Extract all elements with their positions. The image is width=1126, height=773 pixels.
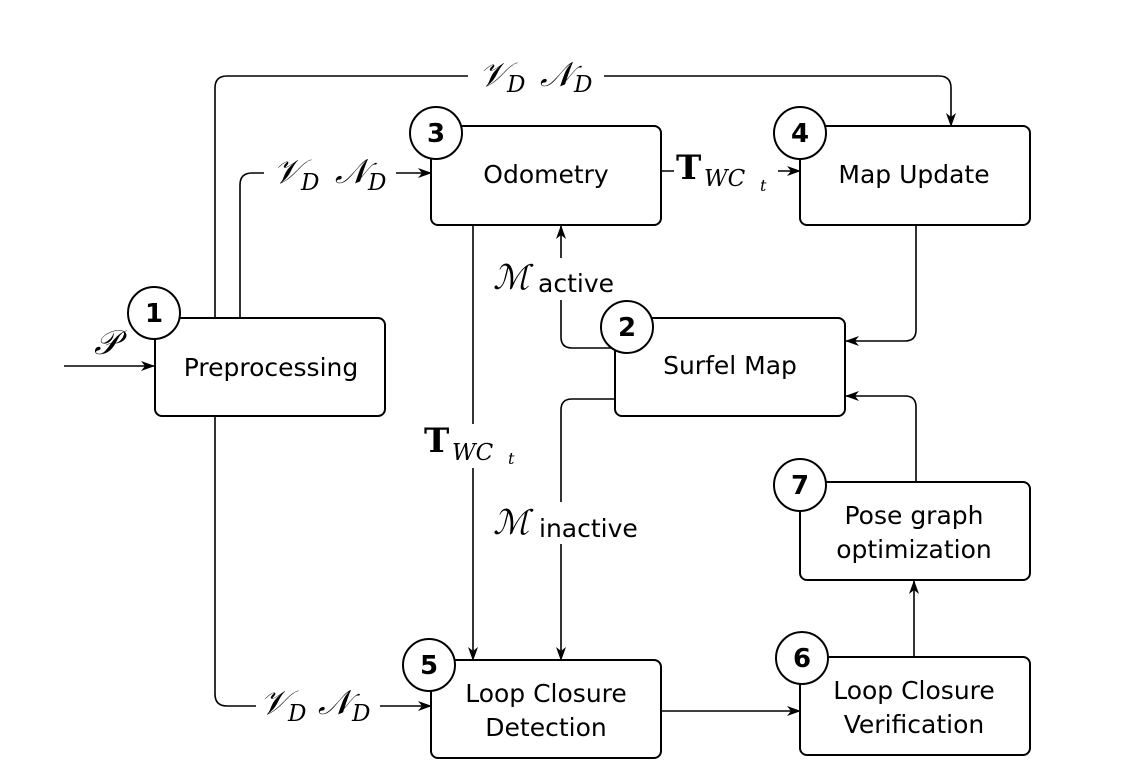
preprocessing-label: Preprocessing [184,353,358,382]
svg-text:D: D [506,72,525,98]
badge-6 [775,631,829,685]
surfel-map-label: Surfel Map [663,351,797,380]
label-pose-to-loop-detection: T WC t [424,421,515,468]
loop-detection-label-line2: Detection [485,713,606,742]
svg-text:D: D [367,170,386,196]
svg-text:t: t [760,176,767,195]
label-input-pointcloud: 𝒫 [94,323,128,363]
edge-map-update-to-surfel-map [845,226,917,346]
edge-pose-graph-to-surfel-map [845,391,917,482]
badge-1 [127,286,181,340]
odometry-label: Odometry [483,160,609,189]
badge-2 [600,300,654,354]
badge-7 [773,458,827,512]
svg-text:5: 5 [420,651,438,681]
svg-text:inactive: inactive [539,514,638,543]
svg-text:6: 6 [793,644,811,674]
node-odometry: Odometry 3 [409,106,662,226]
label-inactive-model: ℳ inactive [493,503,638,543]
svg-text:D: D [287,701,306,727]
label-active-model: ℳ active [493,258,614,298]
edge-preprocessing-to-odometry [239,168,432,318]
svg-text:D: D [351,701,370,727]
svg-text:D: D [573,72,592,98]
svg-text:2: 2 [618,313,636,343]
svg-text:1: 1 [145,299,163,329]
loop-detection-label-line1: Loop Closure [465,679,627,708]
node-pose-graph-optimization: Pose graph optimization 7 [773,458,1031,581]
svg-text:WC: WC [452,440,494,466]
node-loop-closure-detection: Loop Closure Detection 5 [402,638,662,759]
pose-graph-label-line1: Pose graph [844,501,983,530]
loop-verification-label-line1: Loop Closure [833,676,995,705]
svg-text:T: T [676,148,701,188]
svg-text:4: 4 [791,119,809,149]
loop-verification-label-line2: Verification [844,710,984,739]
svg-text:7: 7 [791,471,809,501]
badge-3 [409,106,463,160]
label-pose-to-map-update: T WC t [676,148,767,195]
pose-graph-label-line2: optimization [836,535,992,564]
node-loop-closure-verification: Loop Closure Verification 6 [775,631,1031,756]
svg-text:t: t [508,449,515,468]
badge-4 [773,106,827,160]
edge-preprocessing-to-loop-detection [214,416,432,711]
svg-text:ℳ: ℳ [493,258,534,298]
edge-surfel-map-to-loop-detection [556,398,615,661]
badge-5 [402,638,456,692]
svg-text:ℳ: ℳ [493,503,534,543]
svg-text:WC: WC [704,166,746,192]
node-preprocessing: Preprocessing 1 [127,286,386,417]
node-map-update: Map Update 4 [773,106,1031,226]
svg-text:3: 3 [427,119,445,149]
edge-surfel-map-to-odometry [556,225,615,349]
map-update-label: Map Update [838,160,989,189]
svg-text:D: D [300,170,319,196]
node-surfel-map: Surfel Map 2 [600,300,846,417]
svg-text:active: active [538,269,614,298]
svg-text:T: T [424,421,449,461]
